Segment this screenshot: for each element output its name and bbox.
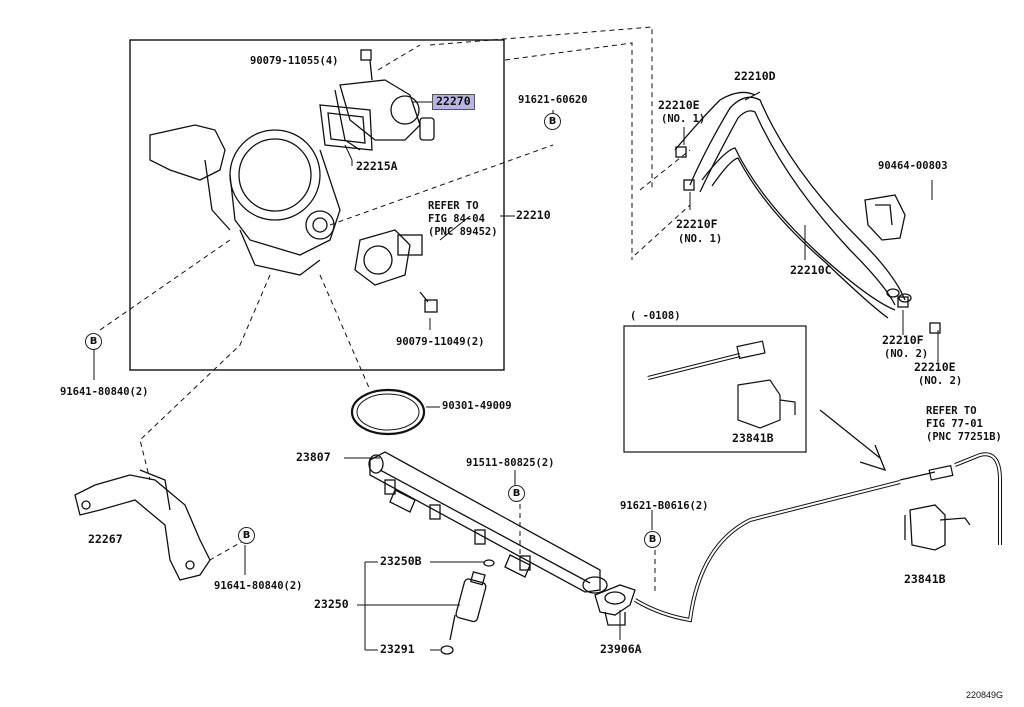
- part-label-22210f-no1-qualifier: (NO. 1): [678, 233, 723, 245]
- refer-fig-77-01-line2[interactable]: FIG 77-01: [926, 418, 983, 430]
- part-label-23906a[interactable]: 23906A: [600, 642, 642, 656]
- part-label-90464-00803[interactable]: 90464-00803: [878, 160, 948, 172]
- part-label-91641-80840-top[interactable]: 91641-80840(2): [60, 386, 149, 398]
- reference-mark-b: B: [508, 485, 525, 502]
- reference-mark-b: B: [544, 113, 561, 130]
- reference-mark-b: B: [85, 333, 102, 350]
- part-label-22210e-no2[interactable]: 22210E: [914, 360, 956, 374]
- inset-date-range: ( -0108): [630, 310, 681, 322]
- part-label-91641-80840-bottom[interactable]: 91641-80840(2): [214, 580, 303, 592]
- part-label-23250[interactable]: 23250: [314, 597, 349, 611]
- part-label-22210f-no2[interactable]: 22210F: [882, 333, 924, 347]
- diagram-code: 220849G: [966, 690, 1004, 700]
- part-label-23841b[interactable]: 23841B: [904, 572, 946, 586]
- reference-mark-b: B: [644, 531, 661, 548]
- part-label-23841b-inset[interactable]: 23841B: [732, 431, 774, 445]
- o-ring-shape: [350, 388, 426, 436]
- part-label-22210e-no1[interactable]: 22210E: [658, 98, 700, 112]
- part-label-22270-highlighted[interactable]: 22270: [432, 94, 475, 110]
- part-label-22215a[interactable]: 22215A: [356, 159, 398, 173]
- refer-fig-84-04-line1: REFER TO: [428, 200, 479, 212]
- reference-mark-b: B: [238, 527, 255, 544]
- part-label-22210f-no2-qualifier: (NO. 2): [884, 348, 929, 360]
- part-label-90079-11055[interactable]: 90079-11055(4): [250, 55, 339, 67]
- part-label-91511-80825[interactable]: 91511-80825(2): [466, 457, 555, 469]
- inset-box: [623, 325, 807, 453]
- part-label-22210c[interactable]: 22210C: [790, 263, 832, 277]
- part-label-91621-b0616[interactable]: 91621-B0616(2): [620, 500, 709, 512]
- part-label-23291[interactable]: 23291: [380, 642, 415, 656]
- part-label-22210f-no1[interactable]: 22210F: [676, 217, 718, 231]
- part-label-90301-49009[interactable]: 90301-49009: [442, 400, 512, 412]
- part-label-23250b[interactable]: 23250B: [380, 554, 422, 568]
- part-label-22210e-no2-qualifier: (NO. 2): [918, 375, 963, 387]
- part-label-22267[interactable]: 22267: [88, 532, 123, 546]
- refer-fig-77-01-line3: (PNC 77251B): [926, 431, 1002, 443]
- part-label-22210d[interactable]: 22210D: [734, 69, 776, 83]
- refer-fig-84-04-line2[interactable]: FIG 84-04: [428, 213, 485, 225]
- throttle-body-group-box: [129, 39, 505, 371]
- part-label-91621-60620[interactable]: 91621-60620: [518, 94, 588, 106]
- refer-fig-77-01-line1: REFER TO: [926, 405, 977, 417]
- part-label-23807[interactable]: 23807: [296, 450, 331, 464]
- part-label-90079-11049[interactable]: 90079-11049(2): [396, 336, 485, 348]
- refer-fig-84-04-line3: (PNC 89452): [428, 226, 498, 238]
- part-label-22210e-no1-qualifier: (NO. 1): [661, 113, 706, 125]
- part-label-22210[interactable]: 22210: [516, 208, 551, 222]
